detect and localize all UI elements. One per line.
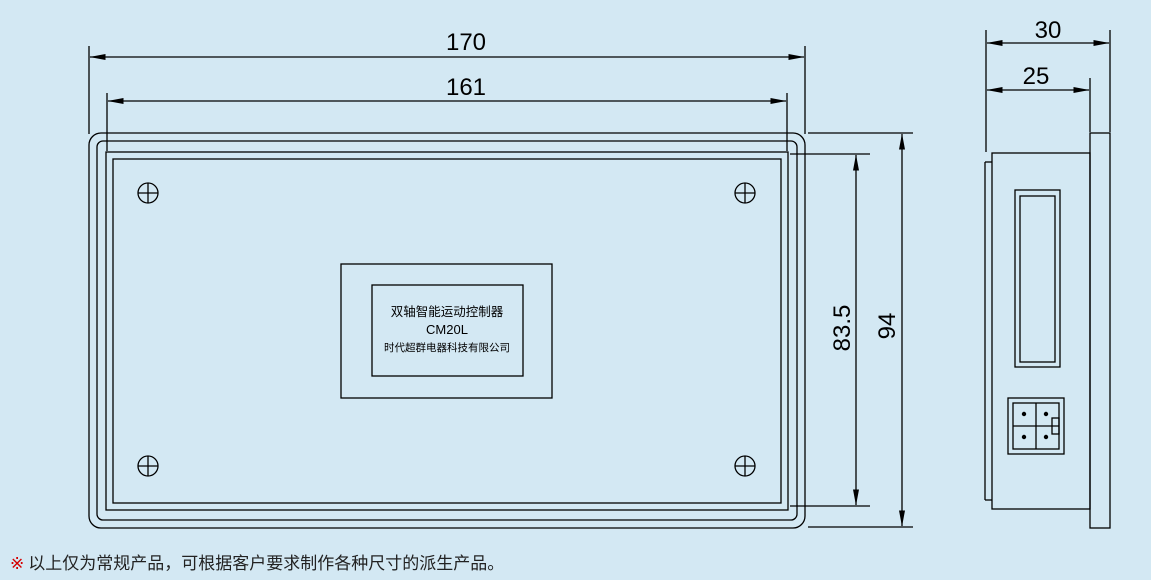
side-view-body	[984, 132, 1111, 529]
screw-icon	[734, 182, 756, 204]
dimension-161: 161	[446, 74, 486, 101]
label-plate-frame	[340, 263, 553, 399]
front-view-panel	[88, 132, 806, 529]
dimension-lines-width	[88, 46, 806, 151]
screw-icon	[137, 455, 159, 477]
dimension-83-5: 83.5	[829, 305, 856, 352]
side-slot	[1014, 189, 1061, 368]
dimension-170: 170	[446, 29, 486, 56]
footnote: ※以上仅为常规产品，可根据客户要求制作各种尺寸的派生产品。	[10, 549, 504, 574]
dimension-30: 30	[1035, 17, 1062, 44]
dimension-94: 94	[874, 313, 901, 340]
connector-pins	[1021, 411, 1049, 440]
screw-icon	[137, 182, 159, 204]
screw-icon	[734, 455, 756, 477]
connector-icon	[1007, 397, 1065, 455]
footnote-symbol: ※	[10, 554, 25, 574]
dimension-lines-depth	[985, 30, 1111, 152]
dimension-25: 25	[1023, 63, 1050, 90]
label-product-name: 双轴智能运动控制器	[391, 304, 504, 319]
footnote-text: 以上仅为常规产品，可根据客户要求制作各种尺寸的派生产品。	[28, 554, 505, 574]
label-company: 时代超群电器科技有限公司	[384, 341, 510, 354]
label-model: CM20L	[426, 322, 468, 337]
dimension-lines-height	[790, 132, 913, 528]
